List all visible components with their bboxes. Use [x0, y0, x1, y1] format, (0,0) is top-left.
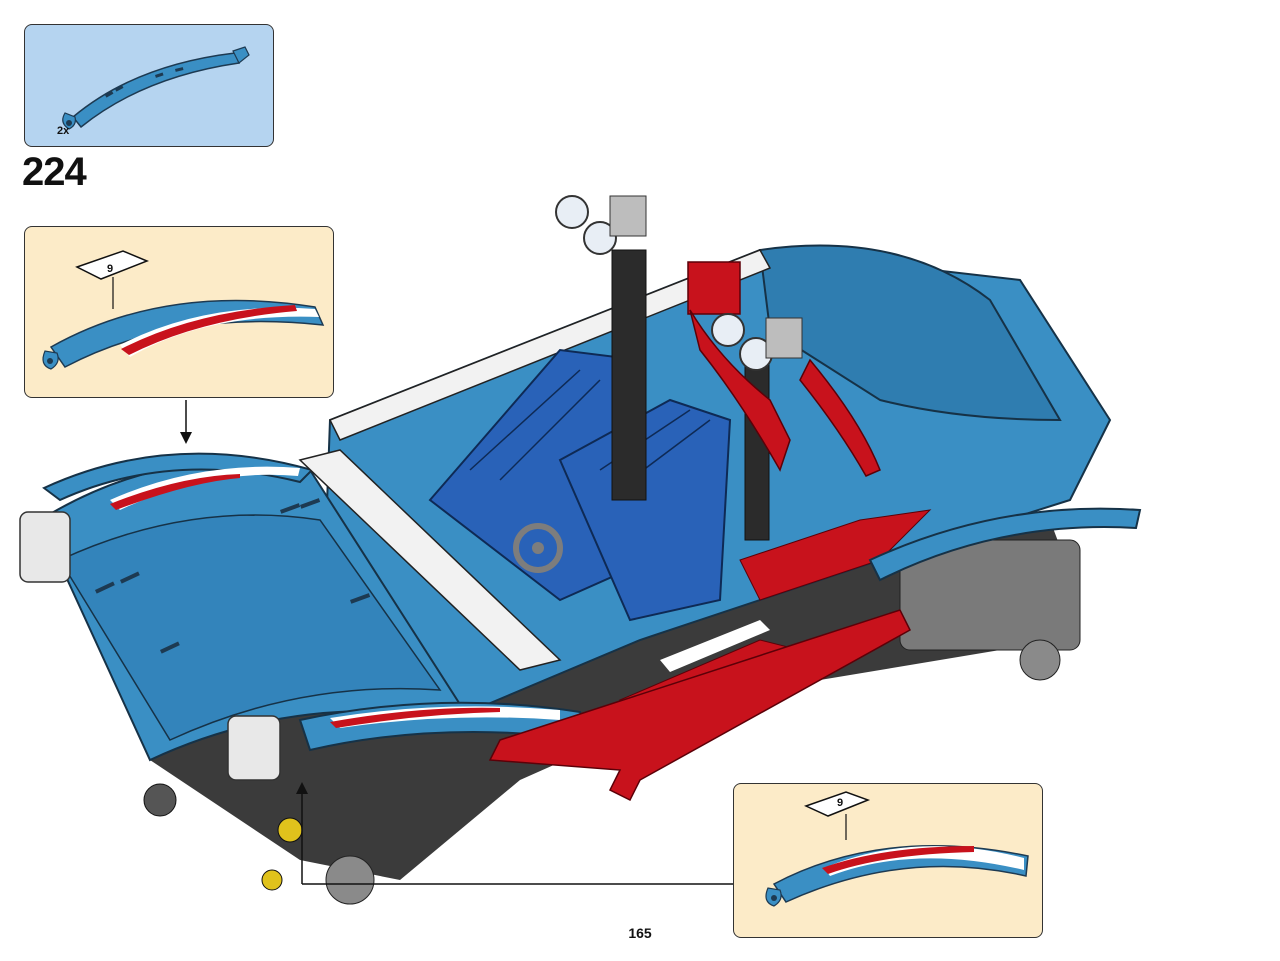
- step-number: 224: [22, 150, 87, 194]
- page-number: 165: [628, 925, 652, 941]
- sticker-callout-rear: 9: [733, 783, 1043, 938]
- parts-list-panel: 2x: [24, 24, 274, 147]
- stickered-panel-illustration: [42, 250, 325, 370]
- sticker-number-label-rear: 9: [837, 797, 844, 809]
- stickered-panel-illustration-rear: [765, 791, 1029, 907]
- sticker-number-label: 9: [107, 263, 114, 275]
- parts-quantity: 2x: [57, 125, 70, 137]
- sticker-callout-front: 9: [24, 226, 334, 398]
- curved-panel-part-icon: [62, 46, 250, 130]
